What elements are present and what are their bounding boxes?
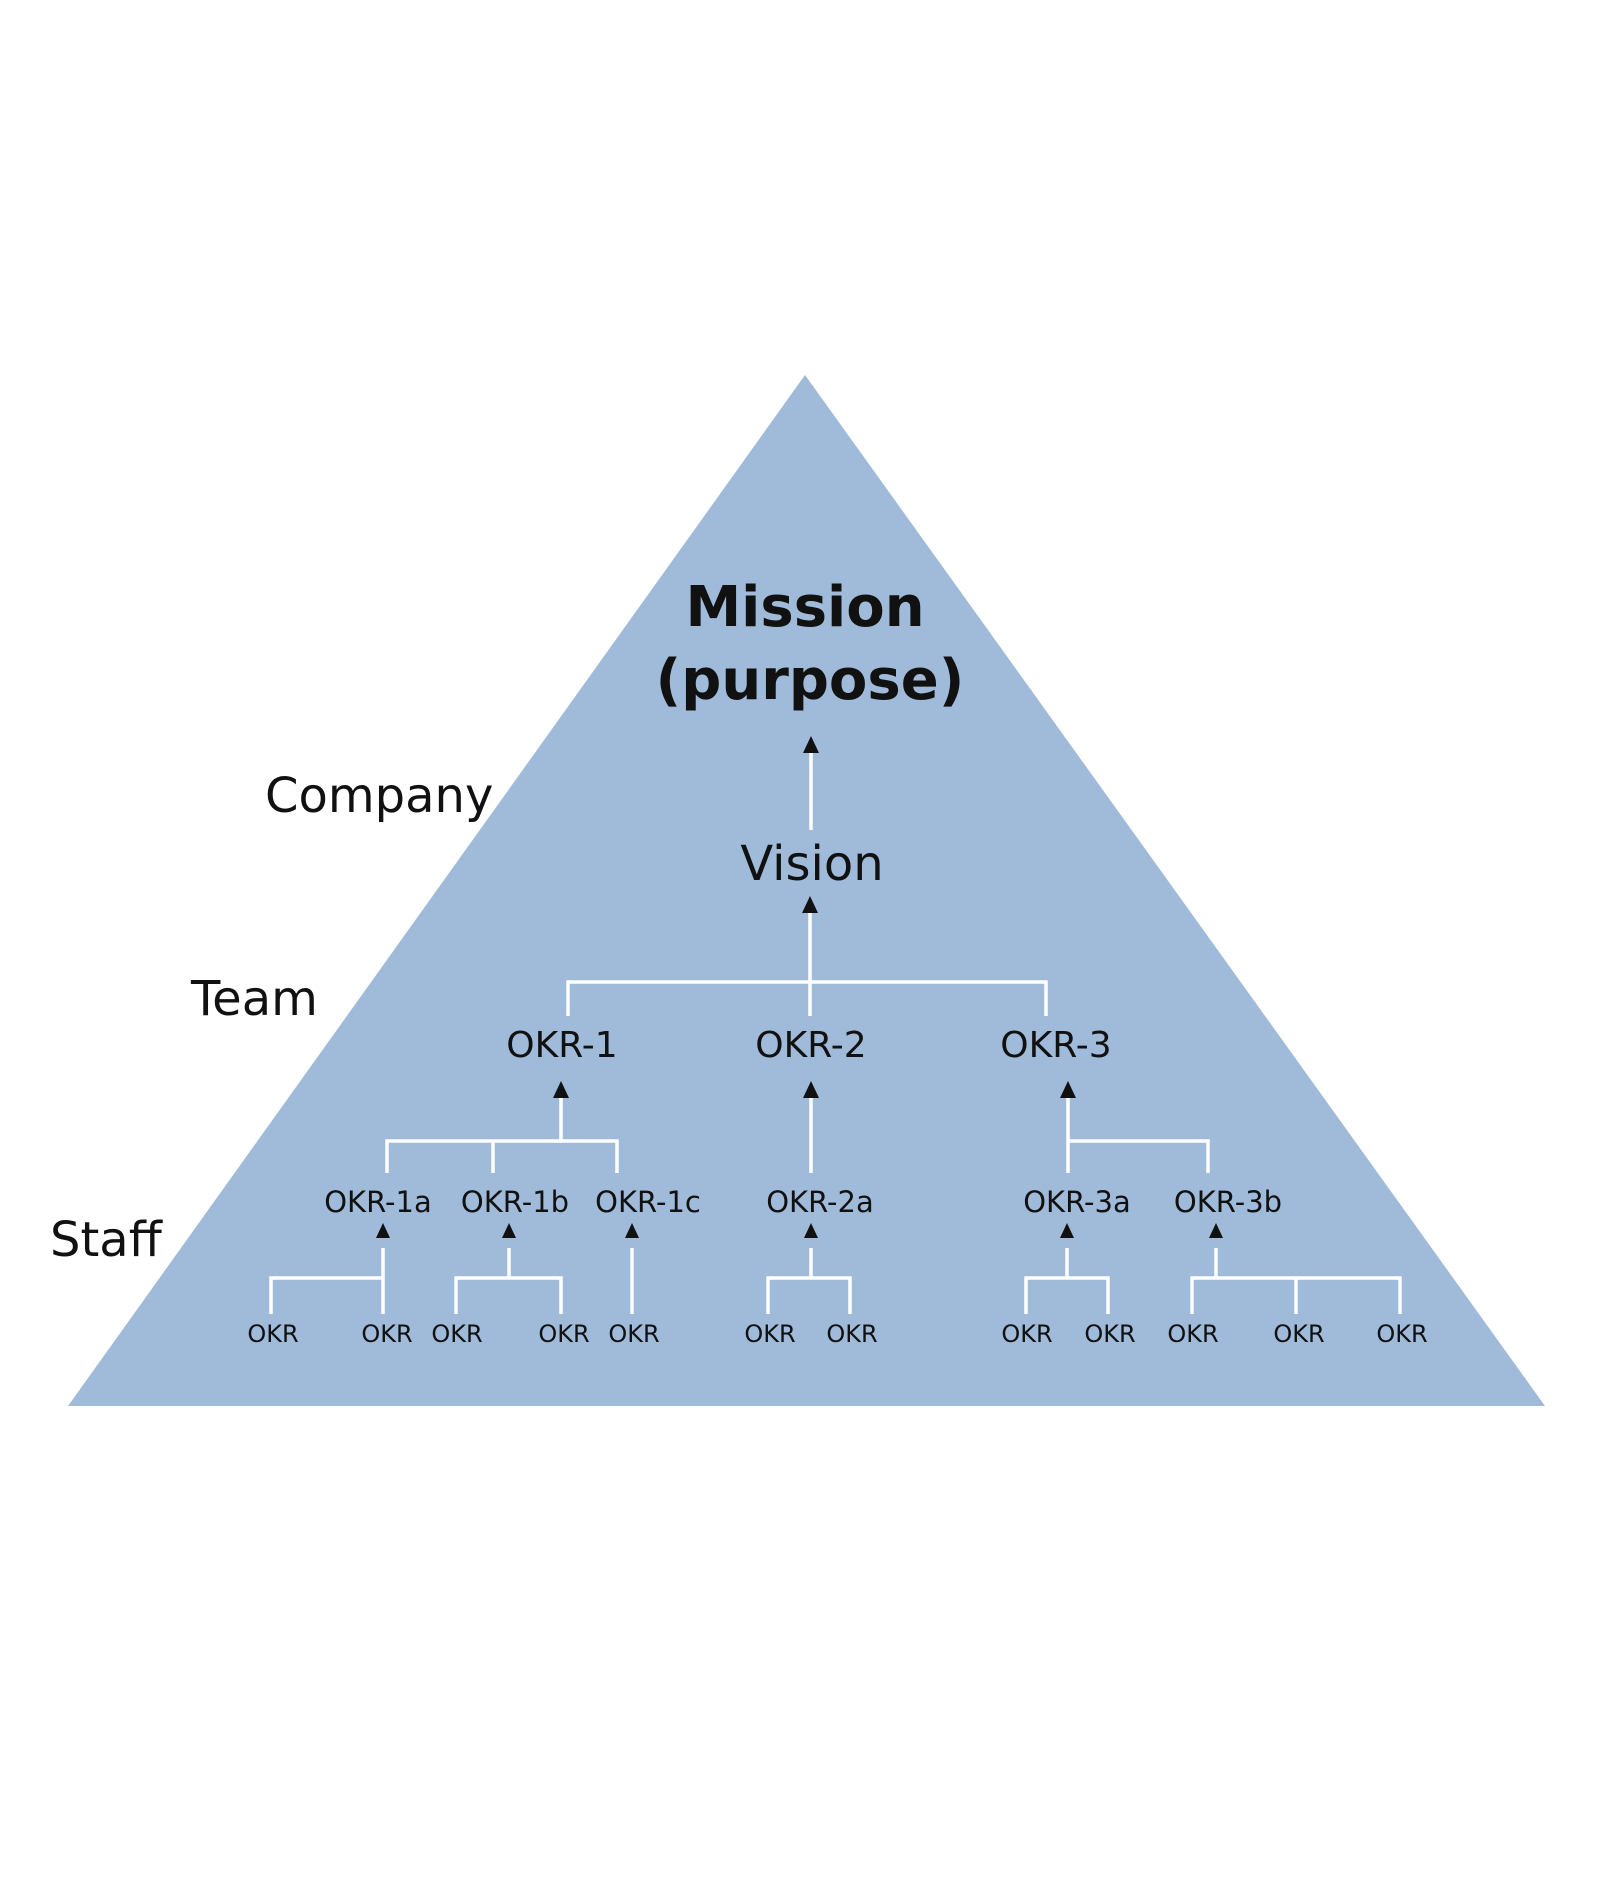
mission-subtitle: (purpose) — [656, 648, 965, 713]
leaf-okr: OKR — [744, 1320, 795, 1348]
leaf-okr: OKR — [538, 1320, 589, 1348]
leaf-okr: OKR — [1084, 1320, 1135, 1348]
connector-leaves-to-okr-3a — [1024, 1248, 1110, 1314]
leaf-okr: OKR — [1273, 1320, 1324, 1348]
arrow-to-okr-2a — [804, 1223, 818, 1238]
staff-okr-3a: OKR-3a — [1023, 1185, 1131, 1219]
connector-staff-to-okr-1 — [385, 1098, 619, 1173]
leaf-okr: OKR — [1167, 1320, 1218, 1348]
arrow-to-okr-3 — [1060, 1081, 1076, 1098]
connector-leaves-to-okr-1a — [269, 1248, 385, 1314]
arrow-to-vision — [802, 896, 818, 913]
arrow-to-okr-1 — [553, 1081, 569, 1098]
leaf-okr: OKR — [247, 1320, 298, 1348]
staff-okr-3b: OKR-3b — [1174, 1185, 1282, 1219]
team-okr-1: OKR-1 — [506, 1025, 617, 1066]
leaf-okr: OKR — [1001, 1320, 1052, 1348]
level-label-staff: Staff — [50, 1212, 163, 1268]
level-label-team: Team — [190, 971, 318, 1027]
staff-okr-2a: OKR-2a — [766, 1185, 874, 1219]
team-okr-3: OKR-3 — [1000, 1025, 1111, 1066]
leaf-okr: OKR — [608, 1320, 659, 1348]
leaf-okr: OKR — [1376, 1320, 1427, 1348]
connector-leaves-to-okr-1b — [454, 1248, 563, 1314]
leaf-okr: OKR — [361, 1320, 412, 1348]
connector-leaves-to-okr-3b — [1190, 1248, 1402, 1314]
connector-team-to-vision — [566, 913, 1048, 1016]
leaf-okr: OKR — [826, 1320, 877, 1348]
arrow-to-mission — [803, 736, 819, 753]
mission-title: Mission — [685, 575, 924, 640]
staff-okr-1b: OKR-1b — [461, 1185, 569, 1219]
arrow-to-okr-3b — [1209, 1223, 1223, 1238]
arrow-to-okr-3a — [1060, 1223, 1074, 1238]
leaf-okr: OKR — [431, 1320, 482, 1348]
vision-label: Vision — [740, 836, 883, 892]
arrow-to-okr-1b — [502, 1223, 516, 1238]
team-okr-2: OKR-2 — [755, 1025, 866, 1066]
level-label-company: Company — [265, 768, 493, 824]
connector-staff-to-okr-3 — [1066, 1098, 1210, 1173]
arrow-to-okr-1c — [625, 1223, 639, 1238]
arrow-to-okr-1a — [376, 1223, 390, 1238]
connector-leaves-to-okr-2a — [766, 1248, 852, 1314]
arrow-to-okr-2 — [803, 1081, 819, 1098]
staff-okr-1c: OKR-1c — [595, 1185, 701, 1219]
pyramid-shape — [68, 375, 1545, 1406]
staff-okr-1a: OKR-1a — [324, 1185, 432, 1219]
